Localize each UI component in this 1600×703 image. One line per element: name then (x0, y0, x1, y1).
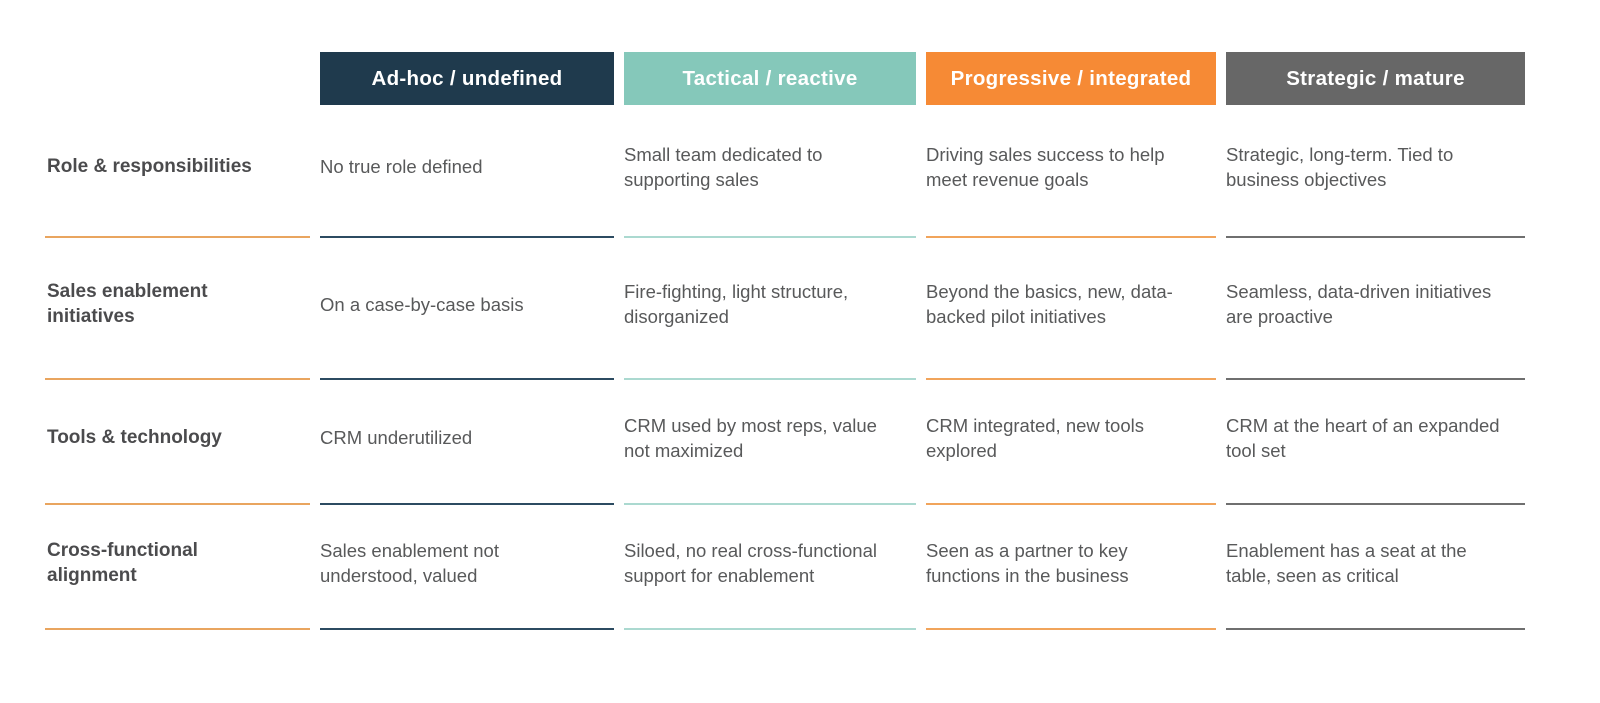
table-cell: CRM underutilized (320, 380, 614, 505)
table-cell: Seamless, data-driven initiatives are pr… (1226, 238, 1525, 380)
table-cell: CRM used by most reps, value not maximiz… (624, 380, 916, 505)
table-cell: Driving sales success to help meet reven… (926, 105, 1216, 238)
corner-spacer (45, 52, 310, 105)
table-cell: CRM integrated, new tools explored (926, 380, 1216, 505)
row-label-tools-technology: Tools & technology (45, 380, 310, 505)
row-label-cross-functional-alignment: Cross-functional alignment (45, 505, 310, 630)
table-cell: CRM at the heart of an expanded tool set (1226, 380, 1525, 505)
row-label-role-responsibilities: Role & responsibilities (45, 105, 310, 238)
table-cell: Strategic, long-term. Tied to business o… (1226, 105, 1525, 238)
column-header-progressive-integrated: Progressive / integrated (926, 52, 1216, 105)
table-cell: Enablement has a seat at the table, seen… (1226, 505, 1525, 630)
column-header-tactical-reactive: Tactical / reactive (624, 52, 916, 105)
table-cell: Sales enablement not understood, valued (320, 505, 614, 630)
table-cell: Small team dedicated to supporting sales (624, 105, 916, 238)
column-header-adhoc-undefined: Ad-hoc / undefined (320, 52, 614, 105)
column-header-strategic-mature: Strategic / mature (1226, 52, 1525, 105)
table-cell: Siloed, no real cross-functional support… (624, 505, 916, 630)
table-cell: Beyond the basics, new, data-backed pilo… (926, 238, 1216, 380)
row-label-sales-enablement-initiatives: Sales enablement initiatives (45, 238, 310, 380)
table-cell: No true role defined (320, 105, 614, 238)
maturity-table: Ad-hoc / undefined Tactical / reactive P… (45, 52, 1525, 630)
table-cell: Seen as a partner to key functions in th… (926, 505, 1216, 630)
table-cell: On a case-by-case basis (320, 238, 614, 380)
table-cell: Fire-fighting, light structure, disorgan… (624, 238, 916, 380)
